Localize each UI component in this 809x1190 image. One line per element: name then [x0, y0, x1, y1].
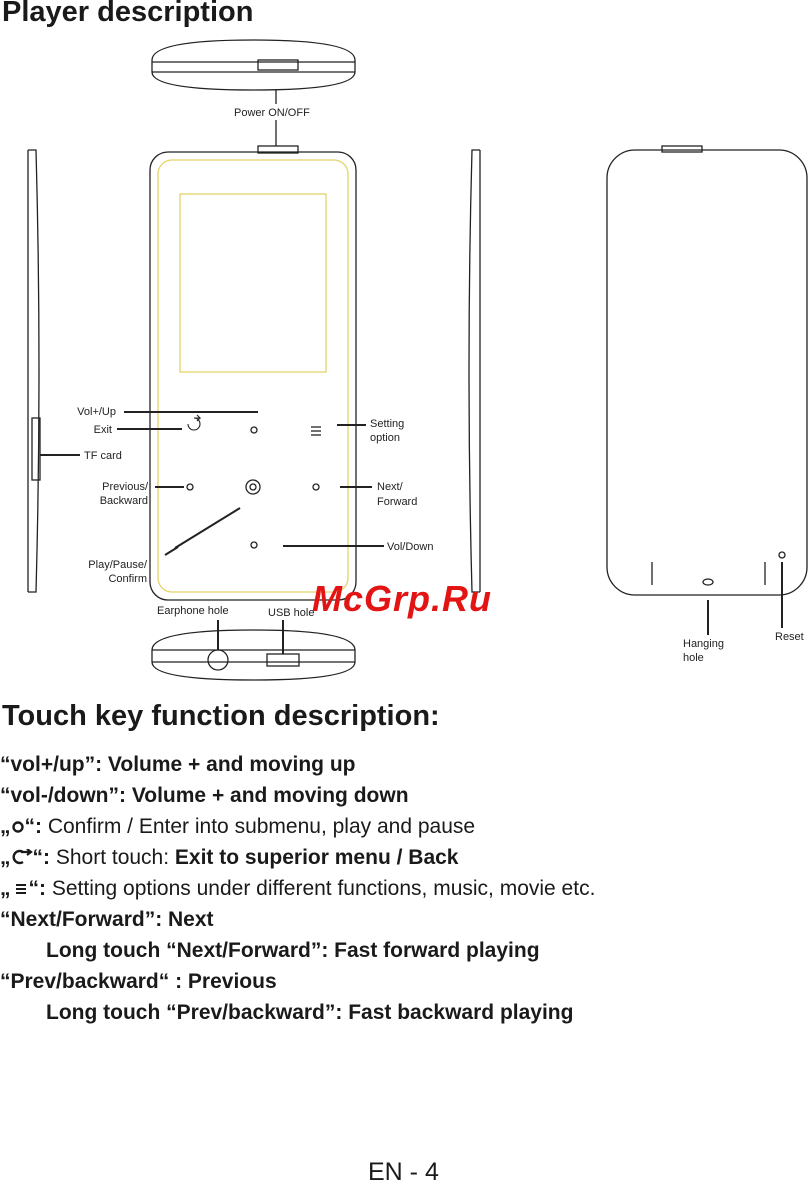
label-usb: USB hole: [268, 607, 314, 619]
label-earphone: Earphone hole: [157, 605, 229, 617]
label-reset: Reset: [775, 631, 804, 643]
label-hanging-1: Hanging: [683, 638, 724, 650]
label-vol-down: Vol/Down: [387, 541, 433, 553]
section-title: Touch key function description:: [2, 700, 440, 732]
player-diagram: Power ON/OFF Vol+/Up Exit TF card Settin…: [27, 39, 808, 681]
left-side-view: [27, 149, 80, 593]
label-exit: Exit: [94, 424, 112, 436]
bottom-view: [151, 620, 356, 681]
function-line: “vol+/up”: Volume + and moving up: [0, 753, 356, 776]
label-previous-1: Previous/: [102, 481, 149, 493]
label-play-1: Play/Pause/: [88, 559, 148, 571]
function-line: “Prev/backward“ : Previous: [0, 970, 277, 993]
function-line: „“: Setting options under different func…: [0, 873, 595, 905]
page-number: EN - 4: [368, 1158, 439, 1186]
menu-lines-icon: [11, 874, 29, 905]
front-view: [117, 120, 384, 601]
function-line: “vol-/down”: Volume + and moving down: [0, 784, 409, 807]
function-line: Long touch “Prev/backward”: Fast backwar…: [46, 1001, 574, 1024]
label-setting-1: Setting: [370, 418, 404, 430]
function-line: “Next/Forward”: Next: [0, 908, 214, 931]
watermark: McGrp.Ru: [312, 578, 493, 619]
circle-icon: [11, 812, 25, 843]
top-view: [151, 39, 356, 104]
label-play-2: Confirm: [108, 573, 147, 585]
back-view: [606, 145, 808, 635]
label-tf-card: TF card: [84, 450, 122, 462]
page-title: Player description: [2, 0, 254, 28]
right-side-view: [468, 149, 481, 593]
label-setting-2: option: [370, 432, 400, 444]
label-power: Power ON/OFF: [234, 107, 310, 119]
label-previous-2: Backward: [100, 495, 148, 507]
label-vol-up: Vol+/Up: [77, 406, 116, 418]
function-line: „“: Short touch: Exit to superior menu /…: [0, 842, 458, 874]
label-next-2: Forward: [377, 496, 417, 508]
label-next-1: Next/: [377, 481, 404, 493]
function-line: „“: Confirm / Enter into submenu, play a…: [0, 811, 475, 843]
back-arrow-icon: [11, 843, 33, 874]
menu-icon: [311, 426, 321, 436]
label-hanging-2: hole: [683, 652, 704, 664]
function-line: Long touch “Next/Forward”: Fast forward …: [46, 939, 540, 962]
